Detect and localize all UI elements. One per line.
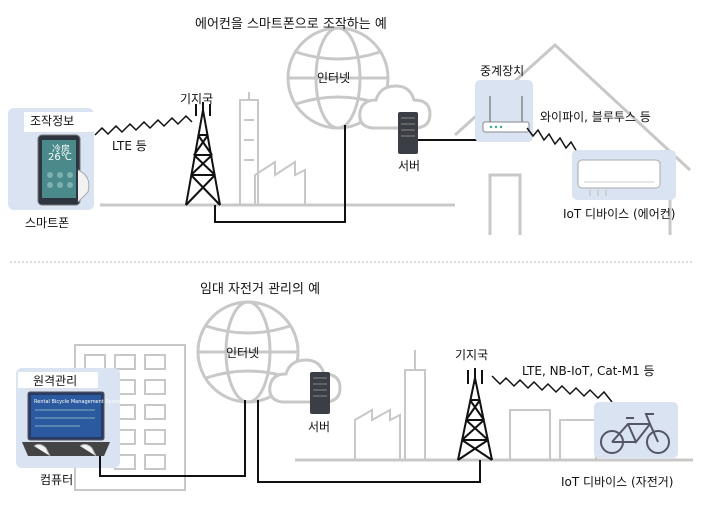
bicycle-icon	[600, 413, 670, 454]
top-wifi-zigzag	[526, 127, 578, 153]
smartphone-screen	[42, 140, 76, 198]
top-server-icon	[398, 112, 418, 154]
smartphone-label: 스마트폰	[25, 216, 70, 230]
wifi-bt-label: 와이파이, 블루투스 등	[540, 110, 651, 124]
top-factory	[239, 92, 306, 206]
top-internet-label: 인터넷	[317, 71, 351, 85]
relay-label: 중계장치	[480, 64, 525, 78]
remote-mgmt-box	[18, 372, 98, 388]
bottom-lte-zigzag	[491, 375, 613, 403]
laptop-icon	[22, 391, 110, 457]
bottom-wire-internet-tower	[257, 400, 481, 483]
computer-label: 컴퓨터	[40, 473, 74, 487]
hand-icon	[77, 169, 90, 203]
laptop-screen-text: Rental Bicycle Management System	[34, 399, 124, 405]
top-title: 에어컨을 스마트폰으로 조작하는 예	[195, 17, 387, 32]
bottom-tower-icon	[457, 368, 493, 461]
bottom-server-label: 서버	[308, 420, 331, 434]
top-base-station-label: 기지국	[180, 92, 214, 106]
phone-screen-mode: 冷房	[52, 145, 71, 155]
top-wire-tower-internet	[214, 125, 346, 223]
router-icon	[482, 96, 530, 133]
bottom-wire-computer-internet	[99, 400, 246, 477]
bottom-base-station-label: 기지국	[455, 348, 489, 362]
bottom-iot-device-label: IoT 디바이스 (자전거)	[561, 475, 674, 489]
relay-panel	[475, 80, 533, 142]
control-info-box	[24, 112, 94, 132]
control-info-label: 조작정보	[30, 114, 75, 128]
top-tower-icon	[185, 102, 221, 206]
top-lte-zigzag	[94, 114, 193, 136]
remote-mgmt-label: 원격관리	[33, 374, 78, 388]
bottom-server-icon	[310, 372, 330, 414]
top-iot-device-label: IoT 디바이스 (에어컨)	[563, 207, 676, 221]
bottom-internet-label: 인터넷	[226, 346, 260, 360]
phone-screen-temp: 26℃	[48, 152, 72, 163]
bicycle-panel	[594, 402, 678, 458]
top-server-label: 서버	[398, 159, 421, 173]
lte-nb-label: LTE, NB-IoT, Cat-M1 등	[522, 364, 655, 378]
top-lte-label: LTE 등	[112, 139, 147, 153]
bottom-title: 임대 자전거 관리의 예	[200, 282, 321, 297]
aircon-icon	[577, 159, 661, 196]
